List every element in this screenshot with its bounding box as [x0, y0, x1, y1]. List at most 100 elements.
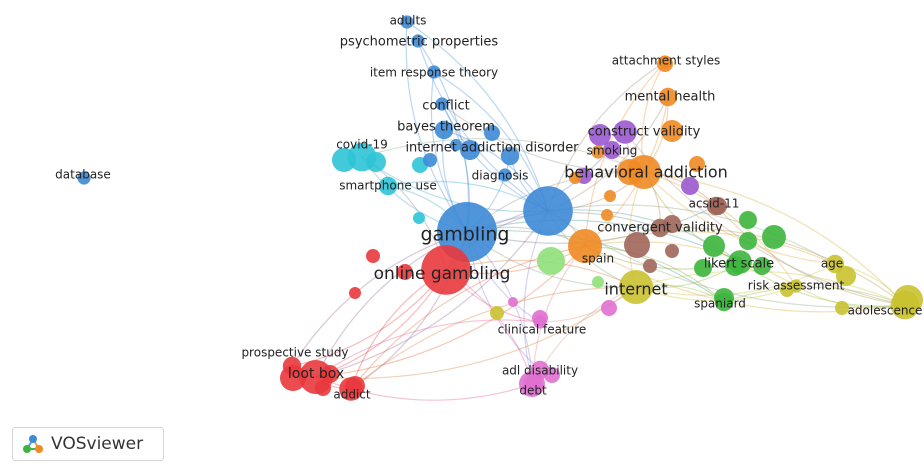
link-behavioral-conflict: [441, 103, 645, 173]
node-adolescence[interactable]: [890, 290, 920, 320]
node-bubble-orange-25[interactable]: [601, 209, 613, 221]
node-bubble-orange-23[interactable]: [569, 172, 581, 184]
link-internet-lootbox: [315, 286, 637, 379]
link-behavioral-risk: [643, 171, 797, 287]
node-bubble-pink-46[interactable]: [601, 300, 617, 316]
node-bubble-red-13[interactable]: [349, 287, 361, 299]
node-label-smoking: smoking: [587, 144, 638, 158]
node-bubble-green-31[interactable]: [739, 211, 757, 229]
link-spain-age: [584, 231, 836, 265]
node-bubble-lightgreen-40[interactable]: [592, 276, 604, 288]
node-smartphone[interactable]: [378, 176, 398, 196]
node-bubble-orange-20[interactable]: [661, 120, 683, 142]
node-online[interactable]: [421, 245, 471, 295]
link-spain-adolescence: [584, 245, 906, 313]
node-bayes[interactable]: [434, 120, 454, 140]
node-construct[interactable]: [613, 120, 637, 144]
node-irt[interactable]: [427, 65, 441, 79]
node-bubble-blue-6[interactable]: [423, 153, 437, 167]
node-bubble-green-38[interactable]: [694, 259, 712, 277]
node-attachment[interactable]: [658, 55, 672, 69]
node-bubble-green-34[interactable]: [739, 232, 757, 250]
node-bubble-orange-21[interactable]: [689, 156, 705, 172]
node-label-attachment: attachment styles: [612, 54, 721, 68]
node-bubble-blue-7[interactable]: [450, 139, 462, 151]
node-label-clinical: clinical feature: [498, 323, 587, 337]
node-layer: [77, 15, 923, 401]
link-behavioral-covid: [361, 138, 645, 173]
node-blue2[interactable]: [523, 186, 573, 236]
node-spaniard[interactable]: [714, 292, 734, 312]
node-lootbox[interactable]: [299, 360, 333, 394]
vosviewer-logo-icon: [23, 435, 43, 453]
node-label-risk: risk assessment: [748, 279, 845, 293]
node-bubble-purple-16[interactable]: [603, 141, 621, 159]
link-internet-age: [635, 263, 836, 296]
node-label-psychometric: psychometric properties: [340, 35, 499, 50]
node-psychometric[interactable]: [411, 34, 425, 48]
node-label-database: database: [55, 168, 111, 182]
node-bubble-yellow-41[interactable]: [836, 266, 856, 286]
node-internet[interactable]: [619, 270, 653, 304]
node-smoking[interactable]: [591, 145, 605, 159]
node-database[interactable]: [77, 171, 91, 185]
label-layer: adults psychometric properties item respon…: [55, 14, 922, 402]
node-prospective[interactable]: [282, 356, 302, 376]
node-bubble-yellow-44[interactable]: [490, 306, 504, 320]
node-bubble-brown-29[interactable]: [643, 259, 657, 273]
node-mental[interactable]: [658, 87, 678, 107]
node-bubble-green-36[interactable]: [753, 257, 771, 275]
link-adolescence-convergent: [659, 227, 906, 306]
node-covid[interactable]: [347, 142, 377, 172]
node-behavioral[interactable]: [627, 155, 661, 189]
node-bubble-brown-26[interactable]: [624, 232, 650, 258]
node-bubble-red-14[interactable]: [397, 264, 413, 280]
node-age[interactable]: [825, 254, 845, 274]
node-convergent[interactable]: [650, 218, 670, 238]
node-likert[interactable]: [728, 250, 752, 274]
node-bubble-orange-24[interactable]: [604, 190, 616, 202]
node-label-mental: mental health: [625, 90, 716, 105]
node-bubble-green-33[interactable]: [762, 225, 786, 249]
node-clinical[interactable]: [533, 315, 547, 329]
link-blue2-covid: [361, 156, 549, 213]
node-label-construct: construct validity: [588, 125, 701, 140]
node-diagnosis[interactable]: [498, 168, 512, 182]
link-spain-likert: [584, 245, 741, 270]
link-lootbox-clinical: [315, 319, 541, 378]
node-bubble-purple-18[interactable]: [681, 177, 699, 195]
node-label-addict: addict: [333, 388, 371, 402]
link-adolescence-spaniard: [723, 286, 906, 306]
node-acsid[interactable]: [706, 196, 726, 216]
node-bubble-purple-15[interactable]: [589, 124, 611, 146]
link-blue2-lootbox: [315, 210, 549, 378]
node-bubble-cyan-3[interactable]: [413, 212, 425, 224]
node-addict[interactable]: [339, 377, 363, 401]
link-spain-spaniard: [584, 245, 725, 303]
node-adl[interactable]: [530, 360, 550, 380]
node-label-internet: internet: [604, 280, 667, 299]
node-risk[interactable]: [789, 279, 803, 293]
node-bubble-red-12[interactable]: [366, 249, 380, 263]
node-debt[interactable]: [523, 374, 543, 394]
node-label-spain: spain: [582, 252, 614, 266]
node-bubble-blue-5[interactable]: [484, 125, 500, 141]
node-label-iad: internet addiction disorder: [405, 141, 579, 156]
node-iad[interactable]: [500, 146, 520, 166]
node-label-online: online gambling: [374, 264, 511, 284]
node-conflict[interactable]: [435, 97, 449, 111]
node-label-adolescence: adolescence: [848, 304, 923, 318]
node-spain[interactable]: [568, 229, 602, 263]
node-bubble-pink-47[interactable]: [508, 297, 518, 307]
node-label-irt: item response theory: [370, 66, 498, 80]
node-bubble-blue-4[interactable]: [460, 140, 480, 160]
node-label-convergent: convergent validity: [597, 221, 723, 236]
node-label-adults: adults: [390, 14, 427, 28]
node-adults[interactable]: [400, 15, 414, 29]
node-bubble-green-32[interactable]: [703, 235, 725, 257]
link-internet-adolescence: [635, 270, 906, 306]
node-bubble-yellow-43[interactable]: [835, 301, 849, 315]
node-label-acsid: acsid-11: [689, 197, 740, 211]
node-bubble-lightgreen-39[interactable]: [537, 247, 565, 275]
node-bubble-brown-28[interactable]: [665, 244, 679, 258]
